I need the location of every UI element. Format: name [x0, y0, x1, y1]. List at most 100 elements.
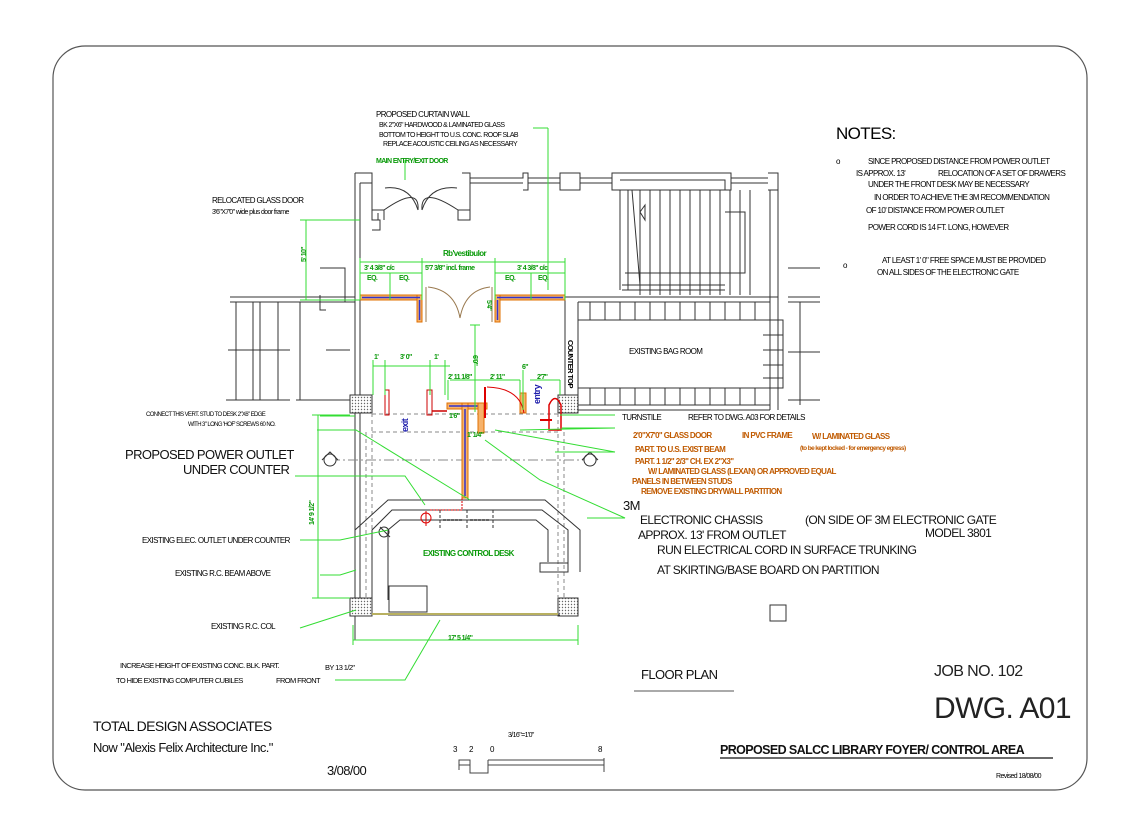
scale-tick: 8: [598, 745, 603, 754]
column: [349, 394, 373, 414]
note-line: POWER CORD IS 14 FT. LONG, HOWEVER: [868, 223, 1009, 232]
label-main-entry: MAIN ENTRY/EXIT DOOR: [376, 158, 448, 165]
label-connect-vert: CONNECT THIS VERT. STUD TO DESK 2"X6" ED…: [146, 412, 266, 418]
dim-text: EQ.: [367, 275, 378, 282]
label-chassis: (ON SIDE OF 3M ELECTRONIC GATE: [805, 513, 997, 527]
label-chassis: ELECTRONIC CHASSIS: [640, 513, 763, 527]
label-curtain-wall: BOTTOM TO HEIGHT TO U.S. CONC. ROOF SLAB: [379, 132, 519, 139]
label-increase-height: TO HIDE EXISTING COMPUTER CUBILES: [116, 676, 243, 685]
scale-bar: [458, 758, 605, 774]
dim-text: 6'0": [471, 355, 478, 366]
dim-text: 5' 10": [301, 247, 308, 262]
label-vestibule: Rb'vestibulor: [443, 249, 486, 258]
dimension-lines: [295, 127, 626, 681]
label-control-desk: EXISTING CONTROL DESK: [423, 549, 515, 558]
section-marker-icon: [581, 451, 599, 467]
dim-text: 3' 0": [400, 354, 412, 361]
column: [557, 597, 579, 617]
note-line: UNDER THE FRONT DESK MAY BE NECESSARY: [868, 180, 1030, 189]
section-marker-icon: [321, 451, 339, 467]
note-bullet: o: [836, 157, 841, 166]
scale-tick: 3: [453, 745, 458, 754]
sheet-border: [52, 45, 1088, 791]
label-glass-door: (to be kept locked - for emergency egres…: [800, 445, 906, 452]
job-number: JOB NO. 102: [934, 663, 1023, 680]
dim-text: 6": [522, 364, 528, 371]
note-line: IN ORDER TO ACHIEVE THE 3M RECOMMENDATIO…: [874, 193, 1050, 202]
label-connect-vert: WITH 3" LONG 'HOF' SCREWS 60 NO.: [188, 422, 276, 428]
label-part-beam: PART. TO U.S. EXIST BEAM: [635, 445, 726, 454]
dim-text: 1' 1/4": [467, 432, 484, 439]
dim-text: 3' 4 3/8" c/c: [517, 265, 548, 272]
dim-text: 5'4": [485, 300, 492, 311]
label-existing-col: EXISTING R.C. COL: [211, 622, 276, 631]
dim-text: EQ.: [399, 275, 410, 282]
dim-text: 17' 5 1/4": [448, 635, 473, 642]
label-existing-beam: EXISTING R.C. BEAM ABOVE: [175, 569, 271, 578]
revision-date: Revised 18/08/00: [996, 773, 1042, 780]
dimension-text: 5' 10" 3' 4 3/8" c/c EQ. EQ. 5'7 3/8" in…: [301, 247, 550, 642]
label-increase-height: BY 13 1/2": [325, 663, 355, 672]
electronic-gate-symbol: [769, 604, 787, 622]
label-turnstile: REFER TO DWG. A03 FOR DETAILS: [688, 413, 805, 422]
label-curtain-wall: REPLACE ACOUSTIC CEILING AS NECESSARY: [383, 141, 518, 148]
label-power-outlet: UNDER COUNTER: [183, 462, 290, 477]
label-glass-door: W/ LAMINATED GLASS: [812, 432, 891, 441]
label-glass-door: IN PVC FRAME: [742, 431, 793, 440]
dim-text: EQ.: [505, 275, 516, 282]
label-part-spec: REMOVE EXISTING DRYWALL PARTITION: [641, 487, 782, 496]
label-bag-room: EXISTING BAG ROOM: [629, 347, 703, 356]
bag-room-shelves: [589, 302, 784, 405]
note-line: RELOCATION OF A SET OF DRAWERS: [938, 169, 1065, 178]
firm-now: Now "Alexis Felix Architecture Inc.": [93, 740, 274, 755]
column: [557, 394, 579, 414]
title-block: TOTAL DESIGN ASSOCIATES Now "Alexis Feli…: [93, 663, 1072, 780]
label-exit: exit: [400, 418, 410, 432]
drawing-date: 3/08/00: [327, 763, 367, 778]
label-part-spec: W/ LAMINATED GLASS (LEXAN) OR APPROVED E…: [648, 467, 837, 476]
dim-text: 2' 11 1/8": [448, 374, 472, 381]
label-glass-door: 2'0"X7'0" GLASS DOOR: [633, 431, 712, 440]
dim-text: 1'6": [449, 413, 460, 420]
dim-text: 14' 9 1/2": [309, 500, 316, 525]
note-line: AT LEAST 1' 0" FREE SPACE MUST BE PROVID…: [882, 256, 1046, 265]
label-chassis: APPROX. 13' FROM OUTLET: [638, 528, 787, 542]
label-counter-top: COUNTER TOP: [566, 340, 575, 388]
project-title: PROPOSED SALCC LIBRARY FOYER/ CONTROL AR…: [720, 743, 1025, 757]
note-bullet: o: [843, 261, 848, 270]
existing-walls: [226, 172, 820, 640]
stair-treads: [625, 190, 751, 295]
dim-text: 2'7": [537, 374, 548, 381]
dim-text: 1': [434, 354, 439, 361]
note-line: ON ALL SIDES OF THE ELECTRONIC GATE: [877, 268, 1019, 277]
drawing-number: DWG. A01: [934, 692, 1071, 725]
annotations: PROPOSED CURTAIN WALL BK 2"X6" HARDWOOD …: [116, 110, 997, 685]
note-line: SINCE PROPOSED DISTANCE FROM POWER OUTLE…: [868, 157, 1050, 166]
label-turnstile: TURNSTILE: [622, 413, 661, 422]
proposed-outlet-icon: [420, 511, 432, 526]
note-line: OF 10' DISTANCE FROM POWER OUTLET: [866, 206, 1005, 215]
label-part-spec: PART. 1 1/2" 2/3" CH. EX 2"X3": [635, 457, 734, 466]
label-existing-outlet: EXISTING ELEC. OUTLET UNDER COUNTER: [142, 536, 291, 545]
label-power-outlet: PROPOSED POWER OUTLET: [125, 447, 294, 462]
column: [349, 597, 373, 617]
dim-text: EQ.: [538, 275, 549, 282]
dim-text: 5'7 3/8" incl. frame: [425, 265, 475, 272]
label-curtain-wall: BK 2"X6" HARDWOOD & LAMINATED GLASS: [379, 122, 505, 129]
label-relocated-door: RELOCATED GLASS DOOR: [212, 196, 304, 205]
label-entry: entry: [532, 384, 542, 404]
label-chassis: RUN ELECTRICAL CORD IN SURFACE TRUNKING: [657, 543, 917, 557]
firm-name: TOTAL DESIGN ASSOCIATES: [93, 718, 272, 734]
dim-text: 2' 11": [490, 374, 505, 381]
dim-text: 1': [374, 354, 379, 361]
dim-text: 3' 4 3/8" c/c: [364, 265, 395, 272]
label-chassis: AT SKIRTING/BASE BOARD ON PARTITION: [657, 563, 879, 577]
label-relocated-door: 3'6"X7'0" wide plus door frame: [212, 209, 290, 216]
label-chassis: 3M: [623, 498, 640, 513]
drawing-title: FLOOR PLAN: [641, 667, 718, 682]
label-curtain-wall: PROPOSED CURTAIN WALL: [376, 110, 471, 119]
scale-tick: 0: [490, 745, 495, 754]
scale-label: 3/16"=1'0": [508, 732, 535, 739]
notes-block: NOTES: o SINCE PROPOSED DISTANCE FROM PO…: [836, 124, 1066, 277]
